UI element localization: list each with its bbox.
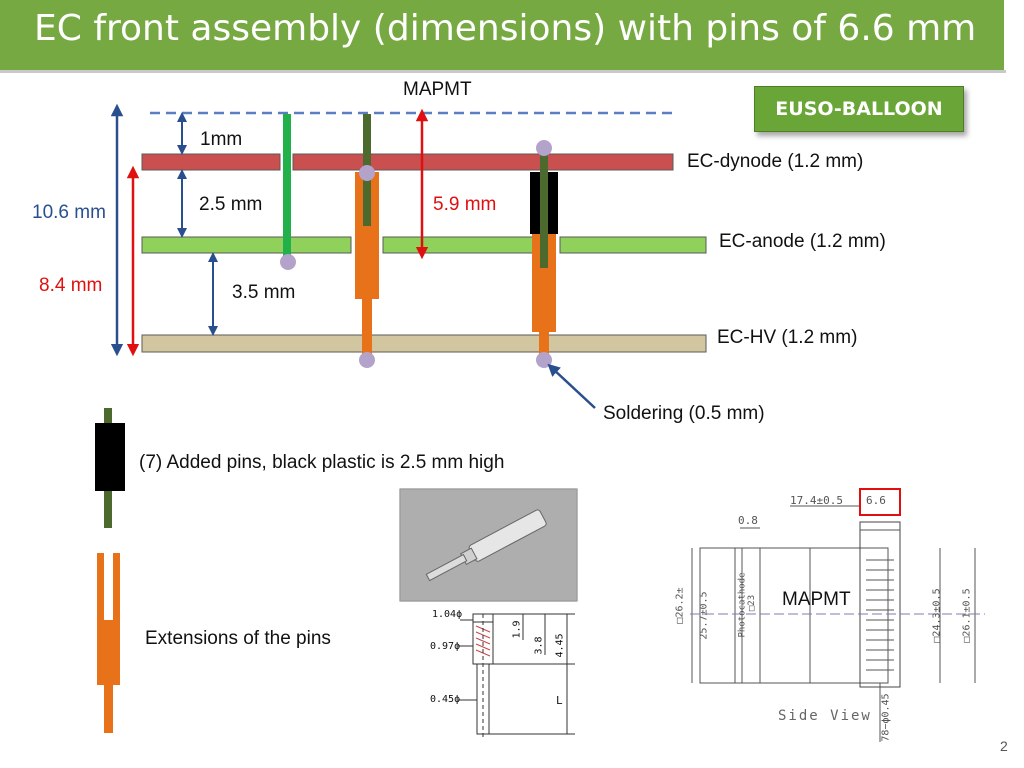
mapmt-dim-bottom: 78−ϕ0.45 xyxy=(880,693,892,742)
legend-extension-body xyxy=(97,620,120,685)
extension-tail xyxy=(362,299,372,355)
dim-label-10-6mm: 10.6 mm xyxy=(32,202,106,223)
legend-extension-top-left xyxy=(97,553,104,643)
legend-extension-tail xyxy=(104,685,113,733)
mapmt-dim-left1: □26.2± xyxy=(674,587,686,624)
slide-title: EC front assembly (dimensions) with pins… xyxy=(34,8,977,49)
dim-label-8-4mm: 8.4 mm xyxy=(39,275,103,296)
mapmt-dim-left2: 25.7±0.5 xyxy=(698,591,710,640)
ec-anode-board-3 xyxy=(559,236,707,254)
title-bar-shadow xyxy=(0,70,1006,73)
ec-anode-board-1 xyxy=(141,236,352,254)
mapmt-dim-top: 17.4±0.5 xyxy=(790,494,843,507)
pin-dim-v2: 3.8 xyxy=(533,636,545,655)
solder-point xyxy=(359,352,375,368)
legend-added-pin-plastic xyxy=(95,423,125,491)
pin-dim-d1: 1.04ϕ xyxy=(432,609,463,620)
mapmt-dim-pin: 6.6 xyxy=(866,494,886,507)
pin-technical-drawing xyxy=(458,613,575,740)
solder-point xyxy=(536,352,552,368)
ec-anode-board-2 xyxy=(382,236,549,254)
layer-label-dynode: EC-dynode (1.2 mm) xyxy=(687,151,864,172)
olive-pin xyxy=(540,150,548,268)
mapmt-dim-photocathode: Photocathode xyxy=(737,572,748,638)
mapmt-side-view-caption: Side View xyxy=(778,708,872,724)
pin-dim-v3: 4.45 xyxy=(554,633,566,658)
solder-point xyxy=(359,165,375,181)
title-bar xyxy=(0,0,1004,70)
mapmt-technical-drawing xyxy=(690,505,985,742)
pin-dim-v1: 1.9 xyxy=(511,620,523,639)
mapmt-dim-edge: 0.8 xyxy=(738,514,758,527)
pin-dim-d2: 0.97ϕ xyxy=(430,641,461,652)
ec-dynode-board-left xyxy=(141,153,281,171)
mapmt-pin-highlight xyxy=(859,488,901,516)
mapmt-dim-right2: □26.1±0.5 xyxy=(961,588,973,643)
mapmt-dim-right1: □24.3±0.5 xyxy=(931,588,943,643)
ec-dynode-board-right xyxy=(292,153,674,171)
legend-extensions-text: Extensions of the pins xyxy=(145,628,331,649)
dim-label-3-5mm: 3.5 mm xyxy=(232,282,296,303)
soldering-label: Soldering (0.5 mm) xyxy=(603,403,765,424)
solder-point xyxy=(536,140,552,156)
ec-hv-board xyxy=(141,334,707,353)
dim-label-5-9mm: 5.9 mm xyxy=(433,194,497,215)
pin-photo-pin xyxy=(425,509,547,582)
page-number: 2 xyxy=(1000,738,1008,754)
legend-extension-top-right xyxy=(113,553,120,643)
mapmt-dim-photocathode2: □23 xyxy=(747,594,758,612)
euso-balloon-badge: EUSO-BALLOON xyxy=(754,86,964,132)
green-pin xyxy=(283,114,291,256)
mapmt-top-label: MAPMT xyxy=(403,79,472,100)
extension-tail xyxy=(539,330,549,354)
dim-label-1mm: 1mm xyxy=(200,129,243,150)
layer-label-anode: EC-anode (1.2 mm) xyxy=(719,231,886,252)
solder-point xyxy=(280,254,296,270)
dim-label-2-5mm: 2.5 mm xyxy=(199,194,263,215)
pin-dim-v4: L xyxy=(556,694,563,707)
legend-added-pins-text: (7) Added pins, black plastic is 2.5 mm … xyxy=(139,452,505,473)
layer-label-hv: EC-HV (1.2 mm) xyxy=(717,327,858,348)
soldering-pointer xyxy=(547,363,596,409)
pin-dim-d3: 0.45ϕ xyxy=(430,694,461,705)
mapmt-drawing-label: MAPMT xyxy=(782,589,851,610)
